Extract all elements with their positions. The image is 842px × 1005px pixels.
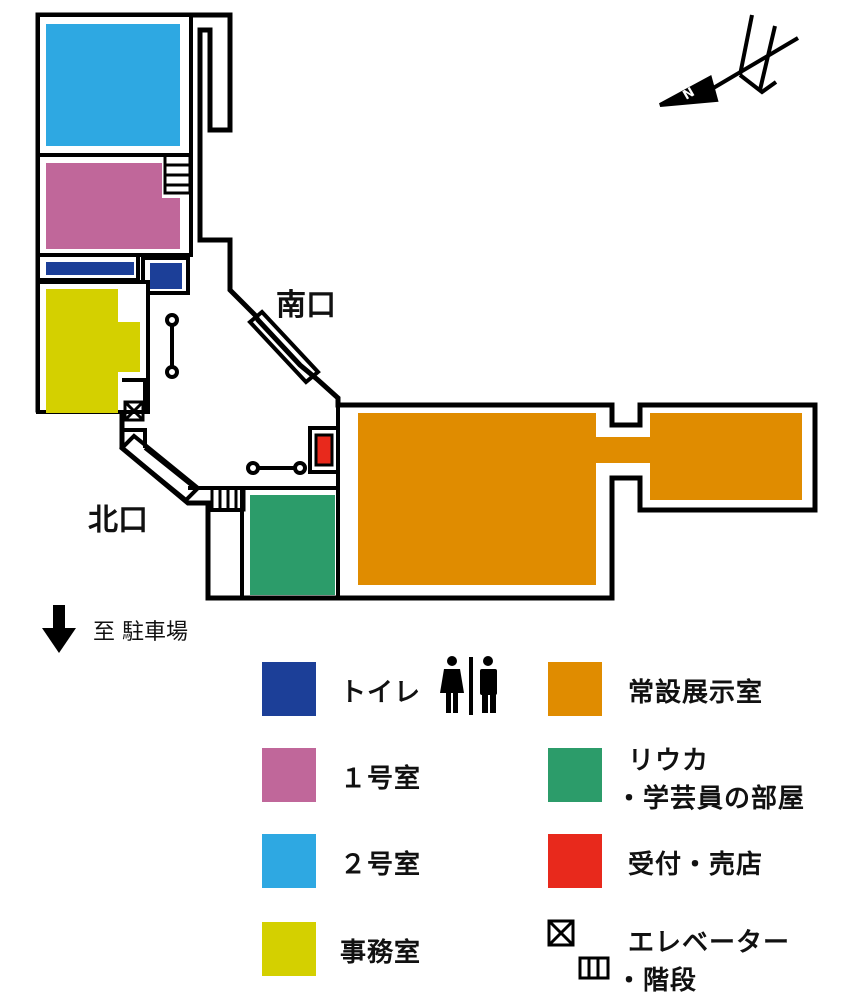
legend-swatch-curator (548, 748, 602, 802)
legend-label-elevator-1: エレベーター (628, 928, 791, 958)
legend-swatch-office (262, 922, 316, 976)
legend-label-office: 事務室 (340, 938, 422, 968)
handrail-end (293, 461, 307, 475)
north-entrance-door (119, 433, 201, 503)
exhibit-fill (358, 413, 802, 585)
legend-swatch-reception (548, 834, 602, 888)
south-entrance-door (247, 309, 321, 385)
curator-fill (250, 495, 335, 595)
north-entrance-label: 北口 (88, 503, 148, 538)
south-entrance-label: 南口 (276, 288, 336, 323)
building-outline (35, 12, 818, 601)
legend-label-curator-2: ・学芸員の部屋 (616, 784, 806, 814)
reception-box (308, 426, 340, 474)
toilet-fill-2 (150, 263, 182, 289)
elevator-cross (123, 400, 145, 422)
wall-segment (122, 428, 147, 448)
legend-swatch-toilet (262, 662, 316, 716)
elevator-stairs-icon (547, 919, 610, 980)
legend-swatch-room2 (262, 834, 316, 888)
north-arrow-icon: N (659, 14, 800, 107)
handrail-end (165, 313, 179, 327)
legend-label-room1: １号室 (340, 764, 422, 794)
legend-swatch-exhibit (548, 662, 602, 716)
reception-fill (314, 433, 334, 467)
elevator-box (123, 400, 145, 422)
legend-label-curator-1: リウカ (628, 746, 710, 776)
handrail-end (165, 365, 179, 379)
legend-label-room2: ２号室 (340, 850, 422, 880)
down-arrow-icon (42, 605, 76, 653)
restroom-icon (440, 656, 497, 715)
legend-label-reception: 受付・売店 (628, 850, 764, 880)
legend-swatch-room1 (262, 748, 316, 802)
toilet-fill-1 (46, 262, 134, 275)
parking-label: 至 駐車場 (93, 620, 188, 645)
room1-fill (46, 163, 180, 249)
handrail-end (246, 461, 260, 475)
office-fill (46, 289, 140, 413)
legend-label-exhibit: 常設展示室 (628, 678, 764, 708)
legend-label-toilet: トイレ (340, 678, 422, 708)
room2-fill (46, 24, 180, 146)
legend-label-elevator-2: ・階段 (616, 966, 698, 996)
